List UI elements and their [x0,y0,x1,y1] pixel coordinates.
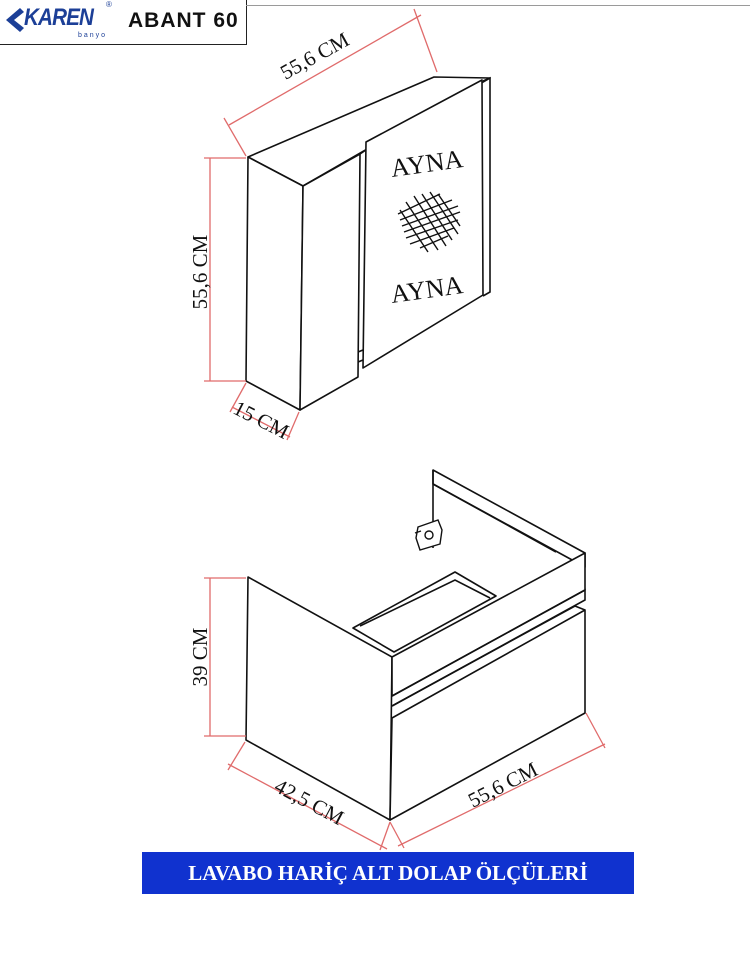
header: KAREN ® banyo ABANT 60 [0,0,750,46]
brand-name: KAREN [24,4,94,31]
brand-subtitle: banyo [78,32,108,39]
inner-frame-line [359,579,491,627]
door-gap-bottom-2 [357,359,364,363]
base-cabinet [245,469,586,821]
base-cabinet-side-panel [245,576,393,821]
door-gap-bottom [357,349,364,353]
wall-bracket-icon [414,519,443,551]
base-cabinet-back-panel [432,469,586,568]
base-cabinet-drawer [389,609,586,821]
mirror-cabinet-right-door [362,79,484,369]
drawer-gap-2 [391,605,586,707]
mirror-height-dimension: 55,6 CM [188,157,246,382]
mirror-depth-label: 15 CM [229,396,293,444]
logo-chevron-icon [6,8,24,32]
model-box: ABANT 60 [118,0,247,45]
base-height-dimension: 39 CM [188,577,246,737]
mirror-hatch-icon [397,191,461,253]
base-height-label: 39 CM [188,627,212,686]
brand-registered-mark: ® [106,0,112,9]
brand-logo: KAREN ® banyo [0,0,119,45]
mirror-cabinet-side [245,156,304,411]
header-rule [246,5,750,6]
back-panel-inner [432,483,557,553]
mirror-cabinet: AYNA AYNA [245,76,491,411]
mirror-cabinet-left-door [299,153,361,411]
model-title: ABANT 60 [128,9,239,32]
mirror-cabinet-back-edge [482,76,491,297]
caption-banner: LAVABO HARİÇ ALT DOLAP ÖLÇÜLERİ [142,852,634,894]
mirror-height-label: 55,6 CM [188,234,212,309]
door-gap-top [359,149,367,155]
base-cabinet-inner-frame [352,571,497,653]
